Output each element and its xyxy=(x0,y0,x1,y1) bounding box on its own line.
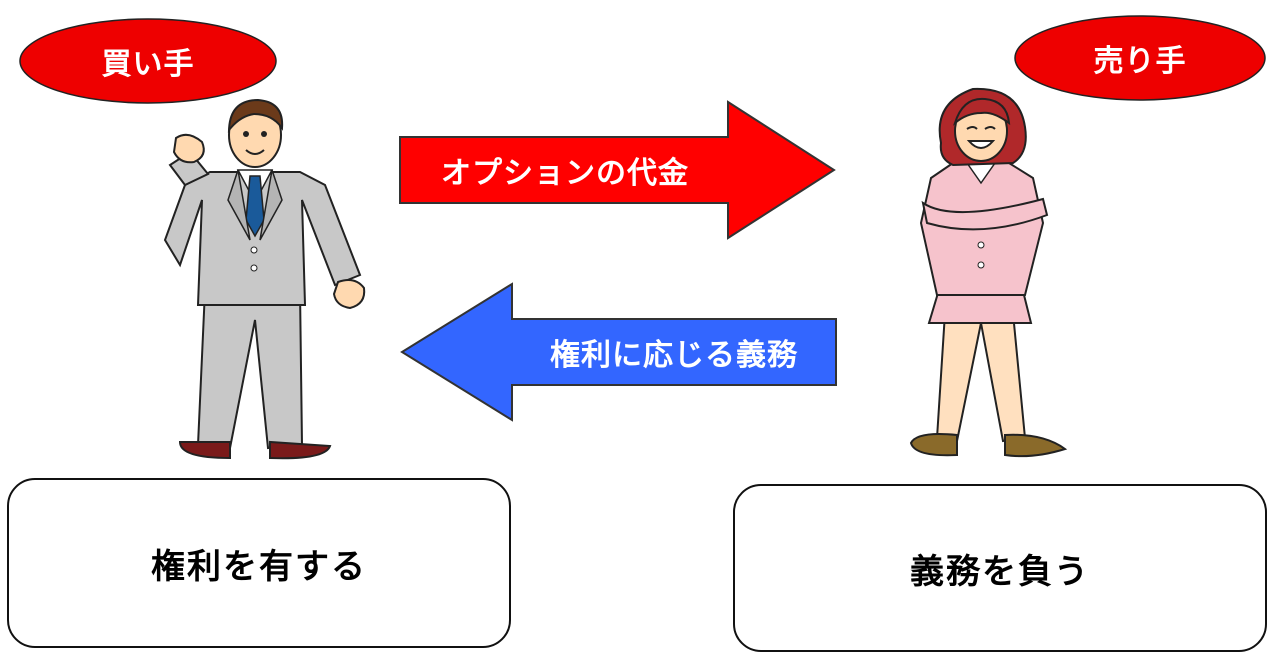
buyer-role-label: 買い手 xyxy=(101,47,195,82)
buyer-rights-box: 権利を有する xyxy=(7,478,511,648)
seller-role-label: 売り手 xyxy=(1093,44,1187,79)
seller-figure xyxy=(909,87,1068,458)
obligation-arrow-label: 権利に応じる義務 xyxy=(550,338,798,373)
buyer-figure xyxy=(163,98,366,460)
payment-arrow-label: オプションの代金 xyxy=(441,156,689,191)
seller-role-badge xyxy=(1014,15,1266,101)
obligation-arrow xyxy=(400,282,837,422)
payment-arrow xyxy=(399,100,836,240)
seller-obligation-box: 義務を負う xyxy=(733,484,1267,652)
buyer-role-badge xyxy=(19,18,277,104)
